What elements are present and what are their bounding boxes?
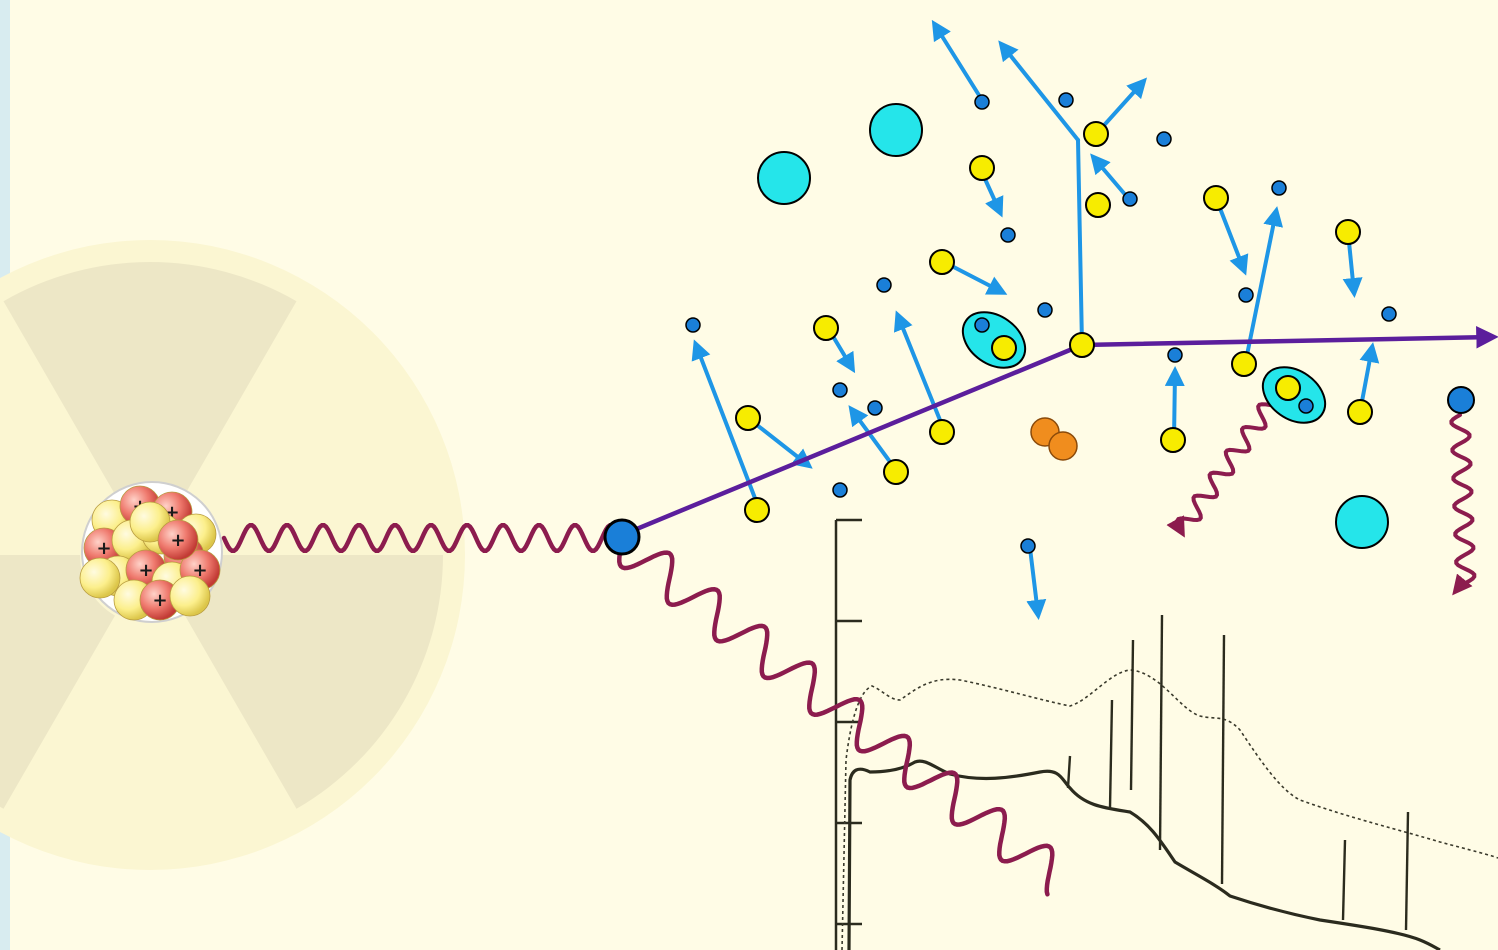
atom: [735, 405, 761, 431]
atom: [744, 497, 770, 523]
secondary-electron-arrow: [1244, 206, 1284, 362]
free-electron: [1037, 302, 1053, 318]
spectrum-solid-curve: [847, 759, 1441, 950]
free-electron: [1447, 386, 1475, 414]
atom: [1335, 219, 1361, 245]
spectrum-peak: [1220, 634, 1226, 885]
free-electron: [867, 400, 883, 416]
neutron: [169, 575, 211, 617]
atom: [969, 155, 995, 181]
spectrum-peak: [1158, 614, 1164, 851]
atom: [883, 459, 909, 485]
ionization-particles: [685, 92, 1475, 554]
trefoil-blade: [0, 555, 115, 809]
radiation-trefoil-icon: [0, 240, 465, 870]
spectrum-peak: [1404, 811, 1410, 931]
free-electron: [1020, 538, 1036, 554]
secondary-electron-arrow: [848, 405, 898, 472]
atom: [929, 249, 955, 275]
free-electron: [1122, 191, 1138, 207]
spectrum-peak: [1129, 639, 1135, 791]
atom: [1347, 399, 1373, 425]
atom: [1085, 192, 1111, 218]
secondary-electron-arrow: [1090, 153, 1130, 200]
atom: [1231, 351, 1257, 377]
free-electron: [1238, 287, 1254, 303]
trefoil-blade: [3, 261, 297, 495]
emitted-photon-wave-right: [1449, 413, 1477, 596]
atom: [1203, 185, 1229, 211]
secondary-electron-arrow: [931, 19, 984, 102]
free-electron: [685, 317, 701, 333]
gamma-spectrum-plot: [834, 518, 1498, 950]
secondary-electron-arrows: [691, 19, 1380, 620]
atom: [1083, 121, 1109, 147]
proton: [157, 519, 199, 561]
emitted-photon-wave-left: [1166, 402, 1272, 538]
positive-ion: [1335, 495, 1389, 549]
free-electron: [876, 277, 892, 293]
free-electron: [1381, 306, 1397, 322]
spectrum-peaks: [1066, 614, 1410, 931]
free-electron: [832, 482, 848, 498]
atom: [1160, 427, 1186, 453]
proton-charge-label: +: [96, 538, 111, 559]
proton-charge-label: +: [152, 590, 167, 611]
proton-charge-label: +: [138, 560, 153, 581]
spectrum-peak: [1066, 755, 1072, 789]
atom: [1069, 332, 1095, 358]
spectrum-peak: [1108, 699, 1114, 809]
atom: [813, 315, 839, 341]
spectrum-dotted-curve: [841, 669, 1498, 950]
atomic-nucleus-icon: ++++++++: [79, 481, 223, 623]
free-electron: [1167, 347, 1183, 363]
neutron: [79, 557, 121, 599]
ionized-molecule: [961, 311, 1027, 369]
free-electron: [832, 382, 848, 398]
secondary-electron-arrow: [998, 40, 1080, 142]
free-electron: [1156, 131, 1172, 147]
recoil-electron: [603, 518, 641, 556]
free-electron: [1271, 180, 1287, 196]
free-electron: [1058, 92, 1074, 108]
trefoil-blade: [185, 555, 443, 809]
secondary-electron-arrow: [893, 310, 946, 432]
atom: [929, 419, 955, 445]
secondary-electron-arrow: [691, 339, 760, 508]
secondary-electron-arrow: [1096, 77, 1148, 134]
free-electron: [974, 94, 990, 110]
spectrum-peak: [1341, 839, 1347, 921]
positive-ion: [869, 103, 923, 157]
proton-charge-label: +: [170, 530, 185, 551]
ionized-molecule: [1261, 366, 1327, 424]
proton-charge-label: +: [192, 560, 207, 581]
free-electron: [1000, 227, 1016, 243]
positive-ion: [757, 151, 811, 205]
secondary-electron-arrow: [1026, 546, 1047, 620]
secondary-track-segment: [1076, 138, 1084, 347]
orange-particle: [1048, 431, 1078, 461]
scattered-gamma-photon-wave: [617, 539, 1055, 897]
incoming-gamma-photon-wave: [221, 522, 617, 554]
